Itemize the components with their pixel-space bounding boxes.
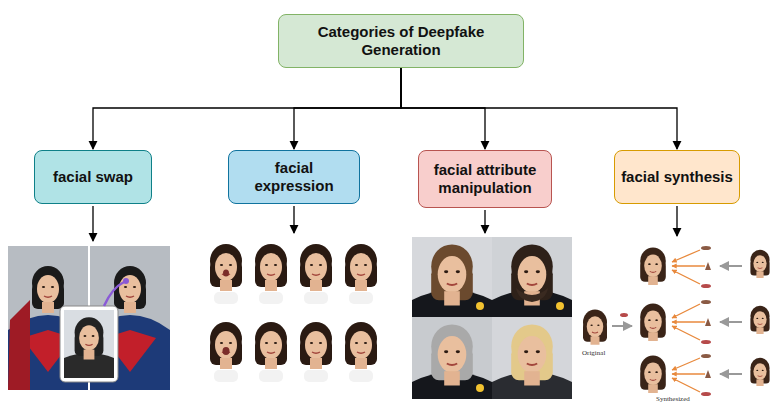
illustration-part (672, 378, 700, 392)
illustration-part (255, 244, 287, 291)
illustration-part (259, 292, 283, 304)
illustration-part (705, 370, 711, 378)
illustration-part (223, 347, 230, 355)
illustration-part (672, 265, 705, 266)
illustration-part (210, 322, 242, 369)
illustration-part (349, 370, 373, 382)
illustration-part (720, 266, 742, 374)
illustration-part (223, 270, 229, 277)
illustration-part (349, 292, 373, 304)
illustration-part (640, 303, 666, 341)
tree-connector (294, 68, 401, 149)
illustration-part (640, 247, 666, 285)
illustration-part (255, 322, 287, 369)
illustration-part (123, 278, 129, 284)
synthesis-fan (583, 246, 770, 396)
illustration-part (720, 265, 742, 267)
illustration-part (701, 340, 711, 344)
illustration-part (214, 370, 238, 382)
image-caption: Original (582, 349, 605, 357)
illustration-part (672, 326, 700, 340)
illustration-part (92, 206, 93, 241)
illustration-part (701, 300, 711, 304)
illustration-part (431, 244, 473, 305)
illustration-part (511, 244, 553, 305)
illustration-part (293, 206, 294, 233)
illustration-part (431, 324, 473, 385)
illustration-part (412, 237, 492, 317)
illustration-part (720, 321, 742, 323)
illustration-part (672, 358, 700, 370)
category-box: facial synthesis (614, 150, 740, 204)
illustration-part (214, 292, 238, 304)
illustration-part (612, 325, 632, 327)
illustration-part (640, 355, 666, 393)
category-box: facial expression (228, 150, 360, 204)
illustration-part (705, 262, 711, 270)
illustration-part (701, 392, 711, 396)
illustration-part (64, 310, 114, 378)
illustration-part (304, 292, 328, 304)
illustration-part (672, 250, 705, 392)
illustration-part (701, 246, 711, 250)
illustration-part (701, 354, 711, 358)
box-text: Categories of Deepfake Generation (285, 23, 517, 59)
tree-connector (93, 68, 401, 149)
illustration-part (672, 304, 700, 318)
illustration-part (620, 313, 628, 317)
illustration-part (511, 324, 553, 385)
illustration-part (701, 284, 711, 288)
expression-grid (202, 237, 382, 389)
illustration-part (484, 210, 485, 233)
illustration-part (476, 384, 484, 392)
box-text: facial expression (235, 159, 353, 195)
down-arrows (93, 206, 677, 241)
illustration-part (114, 266, 146, 313)
illustration-part (104, 282, 124, 306)
illustration-part (300, 244, 332, 291)
illustration-part (492, 237, 572, 317)
illustration-part (676, 206, 677, 236)
illustration-part (492, 317, 572, 399)
illustration-part (672, 373, 705, 374)
box-text: facial swap (53, 168, 133, 186)
illustration-part (300, 322, 332, 369)
illustration-part (304, 370, 328, 382)
illustration-part (476, 302, 484, 310)
illustration-part (345, 244, 377, 291)
box-text: facial synthesis (621, 168, 733, 186)
illustration-part (202, 237, 382, 389)
illustration-part (75, 317, 104, 359)
illustration-part (412, 317, 492, 399)
tree-connector (401, 68, 677, 149)
illustration-part (720, 373, 742, 375)
illustration-part (750, 250, 769, 278)
illustration-part (701, 246, 711, 396)
illustration-part (750, 358, 769, 386)
illustration-part (583, 310, 607, 345)
illustration-part (60, 306, 118, 382)
illustration-part (750, 306, 769, 334)
illustration-part (672, 250, 700, 262)
illustration-part (32, 266, 64, 313)
attribute-grid (412, 237, 572, 399)
illustration-part (8, 300, 30, 390)
illustration-part (705, 318, 711, 326)
box-text: facial attribute manipulation (425, 161, 545, 197)
category-box: facial attribute manipulation (418, 150, 552, 208)
illustration-part (556, 302, 564, 310)
illustration-part (345, 322, 377, 369)
root-box: Categories of Deepfake Generation (278, 14, 524, 68)
illustration-part (672, 270, 700, 284)
image-caption: Synthesized (656, 395, 690, 403)
illustration-part (259, 370, 283, 382)
illustration-part (210, 244, 242, 291)
swap-photo (8, 246, 170, 390)
category-box: facial swap (34, 150, 152, 204)
illustration-part (516, 288, 548, 302)
illustration-part (672, 321, 705, 322)
